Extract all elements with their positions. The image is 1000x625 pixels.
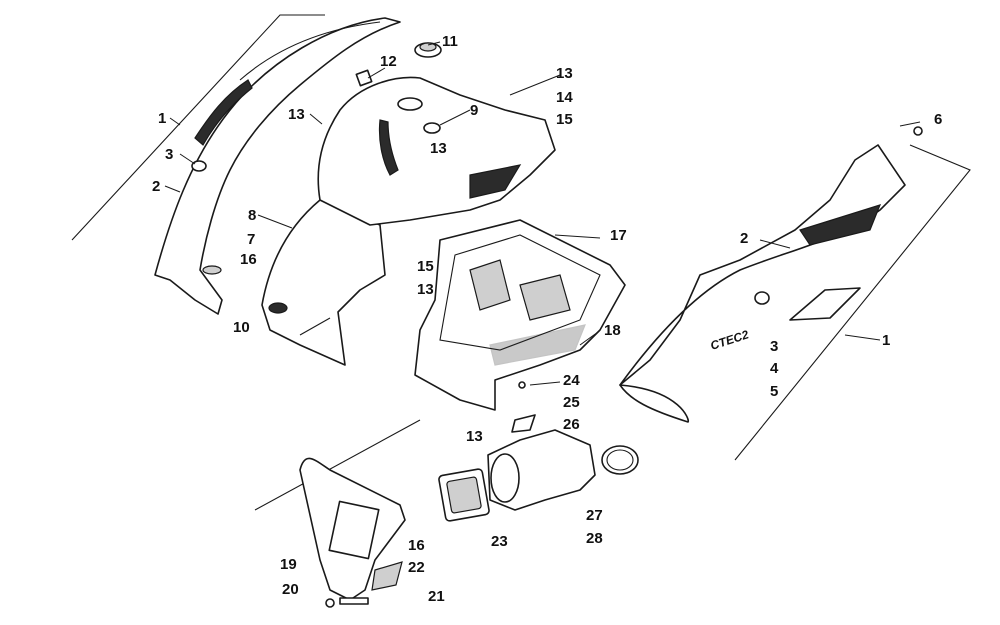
air-box (414, 219, 626, 411)
callout-1-right: 1 (882, 332, 890, 349)
callout-5: 5 (770, 383, 778, 400)
leader-lines (164, 41, 921, 386)
callout-20: 20 (282, 581, 299, 598)
callout-2-left: 2 (152, 178, 160, 195)
air-intake-duct (438, 381, 639, 522)
callout-11: 11 (442, 33, 458, 50)
callout-13-d: 13 (417, 281, 434, 298)
callout-28: 28 (586, 530, 603, 547)
right-side-panel (619, 126, 971, 461)
callout-18: 18 (604, 322, 621, 339)
callout-14: 14 (556, 89, 573, 106)
callout-22: 22 (408, 559, 425, 576)
callout-13-c: 13 (556, 65, 573, 82)
decal-text: CTEC2 (709, 327, 751, 353)
callout-24: 24 (563, 372, 580, 389)
callout-15-a: 15 (556, 111, 573, 128)
callout-10: 10 (233, 319, 250, 336)
callout-3-left: 3 (165, 146, 173, 163)
left-side-panel (71, 14, 401, 315)
callout-2-right: 2 (740, 230, 748, 247)
callout-1-left: 1 (158, 110, 166, 127)
front-bracket (254, 419, 421, 608)
callout-16-b: 16 (408, 537, 425, 554)
callout-labels: 1 2 3 7 16 8 10 11 12 13 9 13 13 14 15 1… (152, 33, 942, 605)
callout-13-a: 13 (288, 106, 305, 123)
left-bracket-panel (261, 199, 386, 366)
callout-19: 19 (280, 556, 297, 573)
hood-assembly (317, 42, 556, 226)
callout-27: 27 (586, 507, 603, 524)
callout-7: 7 (247, 231, 255, 248)
callout-21: 21 (428, 588, 445, 605)
callout-15-b: 15 (417, 258, 434, 275)
callout-13-b: 13 (430, 140, 447, 157)
callout-9: 9 (470, 102, 478, 119)
callout-17: 17 (610, 227, 627, 244)
model-decal: CTEC2 (709, 327, 751, 353)
callout-6: 6 (934, 111, 942, 128)
callout-23: 23 (491, 533, 508, 550)
callout-8: 8 (248, 207, 256, 224)
callout-3-right: 3 (770, 338, 778, 355)
callout-26: 26 (563, 416, 580, 433)
callout-12: 12 (380, 53, 397, 70)
callout-4: 4 (770, 360, 779, 377)
callout-13-e: 13 (466, 428, 483, 445)
callout-25: 25 (563, 394, 580, 411)
callout-16-left: 16 (240, 251, 257, 268)
